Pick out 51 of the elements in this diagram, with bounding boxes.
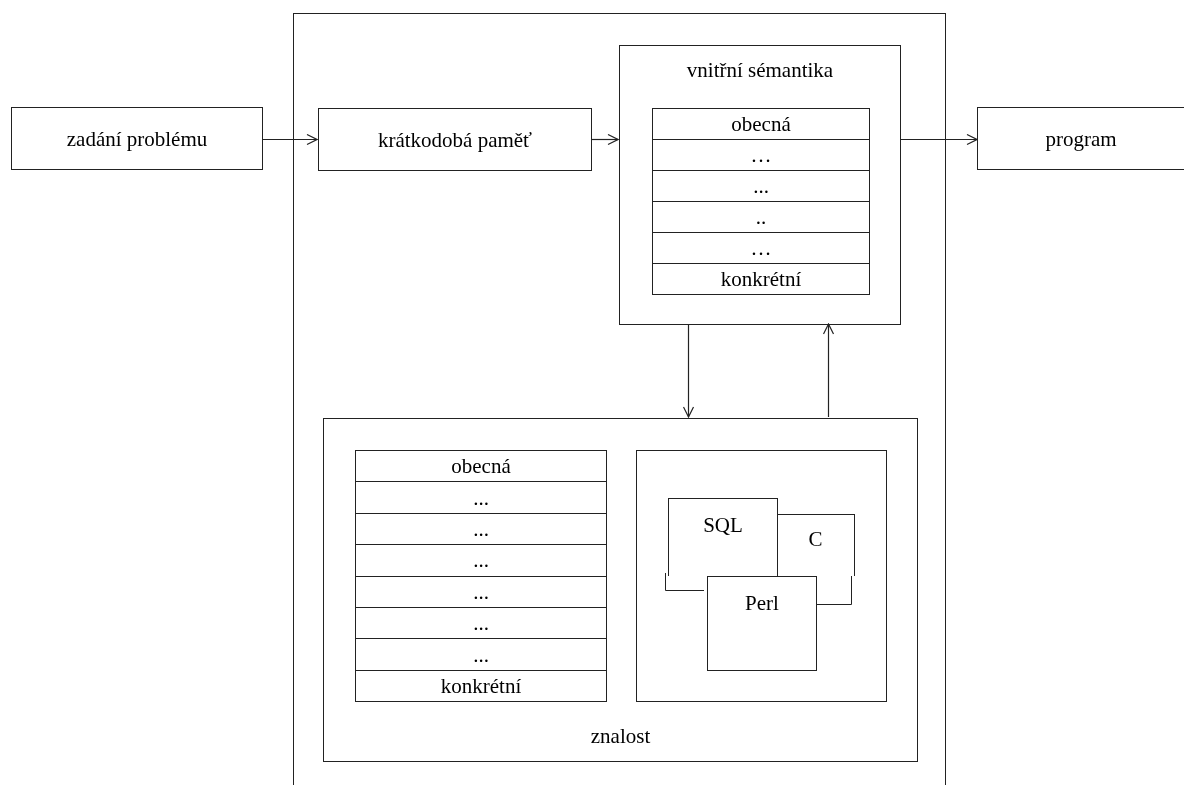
node-label: ...	[473, 549, 489, 571]
frame-box	[293, 13, 946, 785]
stack-row	[652, 108, 870, 140]
node-label: znalost	[590, 726, 651, 747]
language-box	[707, 576, 817, 671]
node-label: ...	[753, 175, 769, 197]
node-label: obecná	[451, 455, 511, 477]
node-label: ...	[473, 487, 489, 509]
node-label: ...	[473, 644, 489, 666]
stack-row	[355, 575, 607, 608]
stack-row	[355, 481, 607, 514]
process-box	[318, 108, 592, 171]
arrow	[262, 133, 318, 146]
stack-row	[355, 450, 607, 483]
node-label: zadání problému	[66, 128, 208, 149]
node-label: ...	[473, 581, 489, 603]
stack-row	[355, 638, 607, 671]
stack-row	[652, 139, 870, 171]
node-label: Perl	[745, 593, 779, 614]
stack-row	[652, 170, 870, 202]
container-box	[619, 45, 901, 325]
process-box	[11, 107, 263, 170]
node-label: SQL	[703, 515, 743, 536]
process-box	[977, 107, 1184, 170]
node-label: ...	[473, 612, 489, 634]
language-box	[777, 514, 855, 576]
stack-row	[652, 232, 870, 264]
arrow	[899, 133, 978, 146]
stack-row	[355, 607, 607, 640]
node-label: C	[808, 529, 823, 550]
node-label: konkrétní	[440, 675, 522, 697]
arrow	[590, 133, 619, 146]
node-label: ...	[473, 518, 489, 540]
node-label: vnitřní sémantika	[686, 60, 834, 81]
stack-row	[652, 201, 870, 233]
arrow	[682, 323, 695, 418]
stack-row	[652, 263, 870, 295]
stack-row	[355, 512, 607, 546]
stack-row	[355, 544, 607, 577]
container-box	[636, 450, 887, 702]
language-box	[668, 498, 778, 576]
node-label: krátkodobá paměť	[377, 129, 533, 150]
node-label: …	[750, 144, 772, 166]
node-label: …	[750, 237, 772, 259]
container-box	[323, 418, 918, 762]
arrow	[822, 323, 835, 418]
node-label: konkrétní	[720, 268, 802, 290]
node-label: program	[1045, 128, 1117, 149]
node-label: obecná	[731, 113, 791, 135]
stack-row	[355, 669, 607, 703]
node-label: ..	[755, 206, 767, 228]
